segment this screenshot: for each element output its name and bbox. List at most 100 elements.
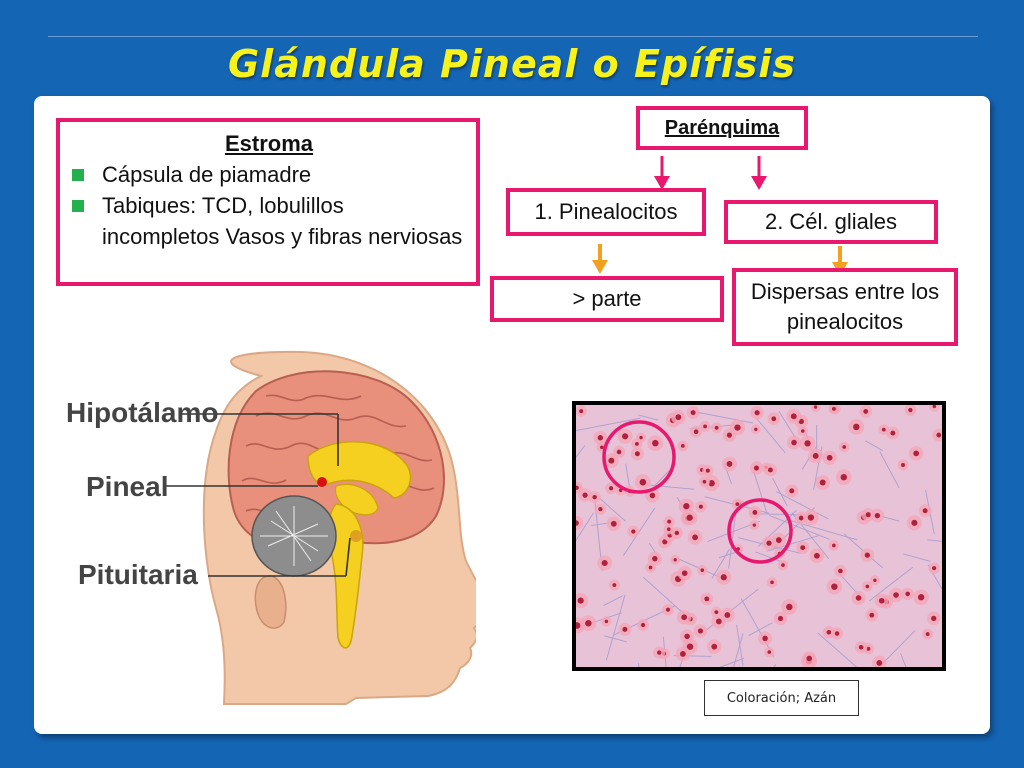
tissue-nucleus (913, 450, 920, 457)
tissue-nucleus (864, 552, 870, 558)
tissue-nucleus (598, 507, 603, 512)
estroma-box: Estroma Cápsula de piamadre Tabiques: TC… (56, 118, 480, 286)
tissue-nucleus (752, 509, 758, 515)
gliales-detail-box: Dispersas entre los pinealocitos (732, 268, 958, 346)
tissue-nucleus (831, 406, 836, 411)
tissue-fiber (879, 451, 900, 489)
tissue-nucleus (754, 427, 758, 432)
estroma-heading: Estroma (224, 131, 314, 156)
tissue-fiber (576, 445, 586, 459)
tissue-nucleus (813, 552, 820, 559)
arrow-down-icon (751, 156, 767, 190)
tissue-nucleus (681, 614, 688, 621)
tissue-nucleus (754, 410, 760, 416)
tissue-nucleus (922, 508, 928, 514)
tissue-nucleus (908, 407, 913, 413)
tissue-nucleus (600, 445, 604, 450)
arrow-down-icon (592, 244, 608, 274)
tissue-nucleus (890, 430, 896, 436)
tissue-nucleus (708, 480, 715, 487)
tissue-nucleus (652, 439, 659, 447)
arrow-down-icon (654, 156, 670, 190)
tissue-nucleus (832, 543, 836, 548)
tissue-nucleus (681, 570, 688, 576)
tissue-nucleus (874, 512, 881, 519)
tissue-fiber (772, 477, 788, 507)
tissue-fiber (817, 632, 858, 667)
tissue-nucleus (648, 565, 653, 570)
micrograph-image (572, 401, 946, 671)
pinealocitos-detail-box: > parte (490, 276, 724, 322)
tissue-nucleus (911, 519, 918, 526)
tissue-cell (929, 405, 940, 412)
tissue-nucleus (838, 568, 843, 574)
tissue-nucleus (665, 607, 671, 612)
tissue-fiber (696, 411, 754, 424)
tissue-nucleus (597, 435, 604, 441)
tissue-nucleus (639, 435, 643, 440)
label-hipotalamo: Hipotálamo (66, 397, 218, 428)
tissue-nucleus (905, 591, 911, 597)
tissue-nucleus (720, 574, 727, 581)
tissue-nucleus (753, 465, 760, 471)
tissue-nucleus (711, 643, 718, 650)
head-brain-illustration: Hipotálamo Pineal Pituitaria (66, 350, 476, 705)
tissue-nucleus (622, 626, 628, 632)
tissue-nucleus (878, 597, 885, 604)
tissue-fiber (748, 622, 773, 636)
tissue-nucleus (576, 622, 581, 629)
tissue-nucleus (865, 584, 870, 589)
label-pineal: Pineal (86, 471, 168, 502)
pinealocitos-detail: > parte (572, 286, 642, 311)
tissue-nucleus (925, 632, 930, 636)
tissue-nucleus (686, 643, 694, 650)
tissue-fiber (576, 417, 641, 432)
tissue-nucleus (800, 545, 806, 551)
tissue-nucleus (893, 592, 899, 598)
title-rule (48, 36, 978, 37)
gliales-label: 2. Cél. gliales (764, 209, 898, 234)
tissue-fiber (599, 497, 626, 522)
tissue-nucleus (901, 463, 905, 467)
tissue-nucleus (931, 615, 937, 622)
tissue-nucleus (771, 416, 777, 422)
tissue-fiber (642, 576, 687, 616)
tissue-nucleus (683, 503, 690, 510)
tissue-nucleus (855, 595, 862, 601)
tissue-nucleus (826, 454, 833, 461)
tissue-nucleus (576, 485, 579, 490)
tissue-fiber (711, 548, 730, 579)
tissue-nucleus (585, 619, 592, 627)
tissue-nucleus (826, 629, 832, 635)
tissue-nucleus (616, 449, 622, 455)
stain-caption: Coloración; Azán (704, 680, 859, 716)
tissue-nucleus (752, 523, 756, 527)
tissue-nucleus (714, 610, 719, 615)
tissue-nucleus (634, 451, 640, 457)
tissue-nucleus (698, 504, 703, 509)
tissue-nucleus (618, 488, 623, 493)
tissue-nucleus (656, 650, 662, 655)
tissue-nucleus (767, 467, 773, 473)
tissue-nucleus (610, 520, 617, 527)
tissue-fiber (625, 463, 631, 488)
tissue-fiber (604, 635, 627, 643)
tissue-fiber (603, 595, 623, 606)
tissue-nucleus (798, 515, 804, 521)
tissue-nucleus (652, 555, 658, 562)
tissue-nucleus (863, 409, 869, 414)
tissue-nucleus (881, 427, 886, 432)
tissue-nucleus (789, 488, 795, 494)
content-panel: Estroma Cápsula de piamadre Tabiques: TC… (34, 96, 990, 734)
bullet-icon (72, 169, 84, 181)
tissue-fiber (900, 653, 907, 667)
tissue-nucleus (812, 452, 819, 459)
tissue-fiber (719, 657, 744, 667)
bullet-icon (72, 200, 84, 212)
parenquima-heading: Parénquima (664, 116, 780, 139)
tissue-nucleus (680, 651, 686, 657)
tissue-fiber (868, 566, 914, 602)
tissue-nucleus (622, 433, 629, 440)
estroma-item: Cápsula de piamadre (72, 159, 466, 190)
tissue-nucleus (806, 655, 812, 662)
